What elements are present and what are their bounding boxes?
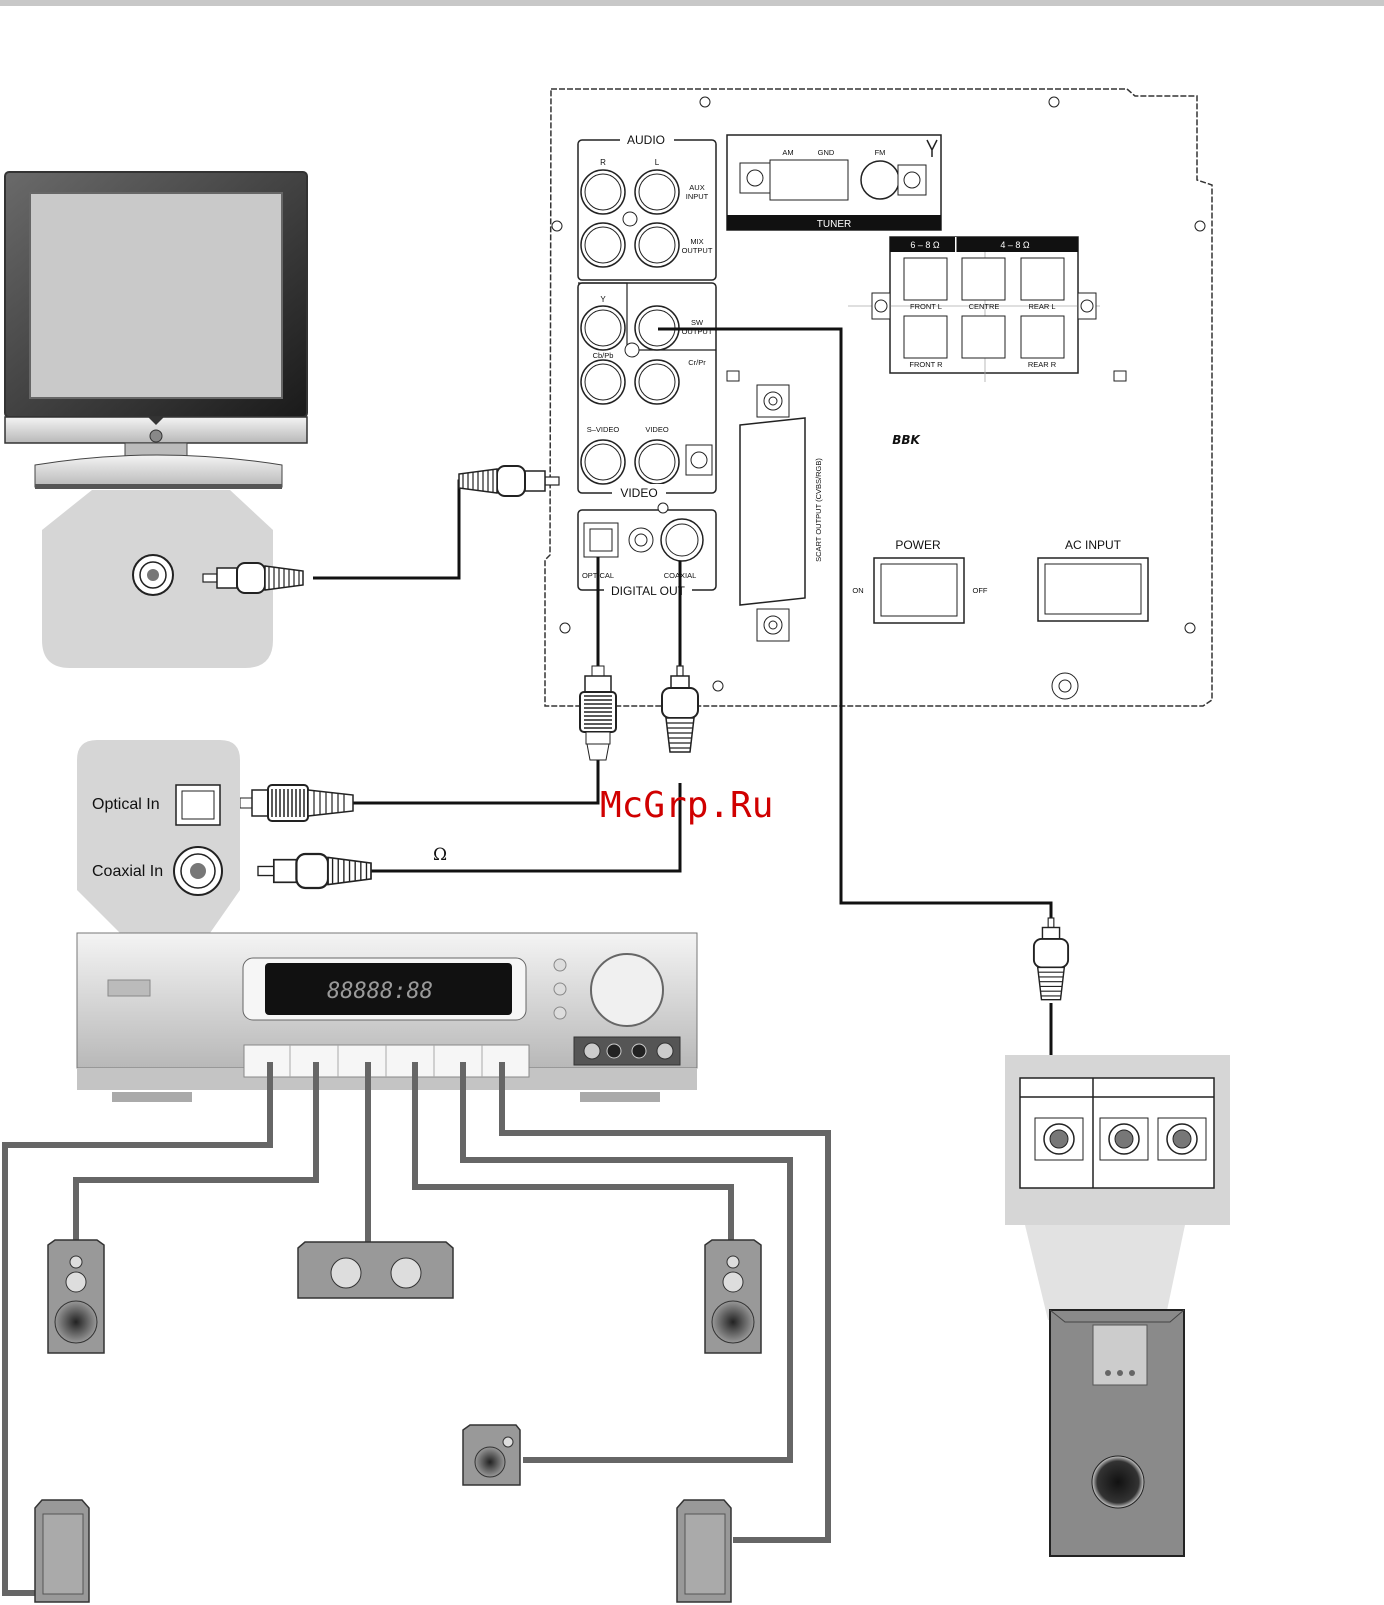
audio-l-label: L xyxy=(655,158,660,167)
optical-in-label: Optical In xyxy=(92,796,160,813)
speaker-icon xyxy=(677,1500,731,1602)
ac-input-label: AC INPUT xyxy=(1065,538,1122,552)
off-label: OFF xyxy=(973,586,988,595)
speaker-icon xyxy=(35,1500,89,1602)
brand-logo: BBK xyxy=(892,433,921,447)
video-rca-plug-tv xyxy=(203,563,303,593)
speaker-icon xyxy=(463,1425,520,1485)
centre-label: CENTRE xyxy=(969,302,1000,311)
aux-input-label-2: INPUT xyxy=(686,192,709,201)
power-label: POWER xyxy=(895,538,941,552)
spk-4-8-label: 4 – 8 Ω xyxy=(1000,240,1030,250)
rear-r-label: REAR R xyxy=(1028,360,1057,369)
receiver-display: 88888:88 xyxy=(327,979,433,1004)
video-y-label: Y xyxy=(600,295,606,304)
front-l-label: FRONT L xyxy=(910,302,942,311)
sw-output-label-1: SW xyxy=(691,318,704,327)
tv-icon xyxy=(5,172,307,489)
on-label: ON xyxy=(852,586,863,595)
receiver-icon: 88888:88 xyxy=(77,933,697,1102)
optical-plug-receiver xyxy=(240,785,353,821)
coaxial-in-label: Coaxial In xyxy=(92,863,163,880)
s-video-label: S–VIDEO xyxy=(587,425,620,434)
tuner-fm-label: FM xyxy=(875,148,886,157)
video-cbpb-label: Cb/Pb xyxy=(593,351,614,360)
tuner-gnd-label: GND xyxy=(818,148,835,157)
mix-output-label-1: MIX xyxy=(690,237,703,246)
dvd-back-panel: AUDIO R L AUX INPUT MIX OUTPUT Y SW OUTP… xyxy=(545,89,1212,706)
speaker-icon xyxy=(705,1240,761,1353)
sub-rca-plug xyxy=(1034,918,1068,1000)
speaker-icon xyxy=(48,1240,104,1353)
speaker-icon xyxy=(298,1242,453,1298)
watermark: McGrp.Ru xyxy=(600,785,773,826)
audio-title: AUDIO xyxy=(627,133,665,147)
subwoofer-input-callout xyxy=(1005,1055,1230,1320)
subwoofer-icon xyxy=(1050,1310,1184,1556)
tuner-am-label: AM xyxy=(782,148,793,157)
aux-input-label-1: AUX xyxy=(689,183,704,192)
coaxial-rca-plug-receiver xyxy=(258,854,371,888)
front-r-label: FRONT R xyxy=(909,360,943,369)
audio-r-label: R xyxy=(600,158,606,167)
mix-output-label-2: OUTPUT xyxy=(682,246,713,255)
optical-plug-icon xyxy=(580,666,616,760)
video-jack-label: VIDEO xyxy=(645,425,669,434)
scart-label: SCART OUTPUT (CVBS/RGB) xyxy=(814,458,823,562)
video-rca-plug-panel xyxy=(459,466,559,496)
omega-label: Ω xyxy=(433,845,447,865)
receiver-input-callout: Optical In Coaxial In xyxy=(77,740,240,933)
rear-l-label: REAR L xyxy=(1028,302,1055,311)
digital-out-title: DIGITAL OUT xyxy=(611,584,686,598)
video-crpr-label: Cr/Pr xyxy=(688,358,706,367)
video-title: VIDEO xyxy=(620,486,657,500)
tuner-title: TUNER xyxy=(817,219,851,230)
spk-6-8-label: 6 – 8 Ω xyxy=(910,240,940,250)
